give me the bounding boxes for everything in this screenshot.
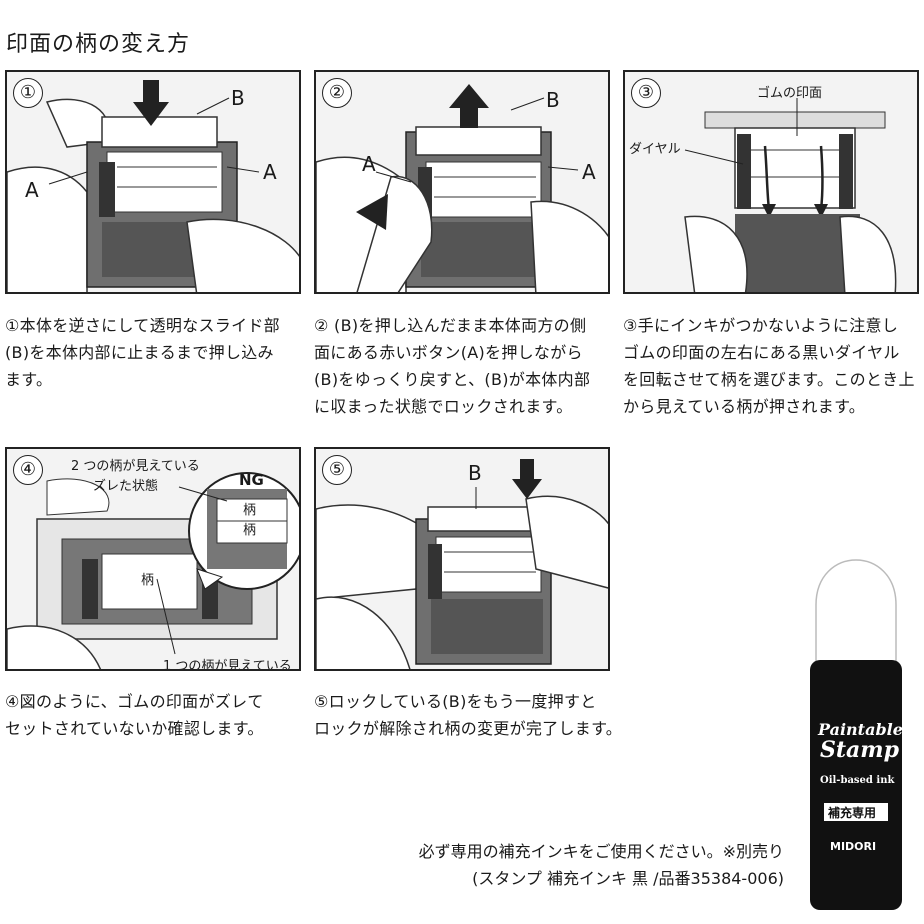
- label-pattern-2: 柄: [243, 523, 257, 538]
- bottle-brand: MIDORI: [830, 840, 877, 853]
- step-3-illustration: ③ ゴムの印面 ダイヤル: [623, 70, 919, 294]
- label-dial: ダイヤル: [629, 142, 681, 157]
- step-number: ③: [631, 78, 661, 108]
- stamp-drawing: [7, 80, 299, 292]
- step-4-illustration: ④ 2 つの柄が見えている ズレた状態 NG 柄 柄 柄 1 つの柄が見えている: [5, 447, 301, 671]
- step-1-illustration: ① B A A: [5, 70, 301, 294]
- step-number: ②: [322, 78, 352, 108]
- step-4-caption: ④図のように、ゴムの印面がズレて セットされていないか確認します。: [5, 692, 264, 738]
- stamp-drawing: [316, 84, 608, 292]
- label-one-visible: 1 つの柄が見えている: [163, 659, 292, 671]
- step-number: ④: [13, 455, 43, 485]
- label-shifted: ズレた状態: [93, 479, 159, 494]
- step-3-caption: ③手にインキがつかないように注意し ゴムの印面の左右にある黒いダイヤル を回転さ…: [623, 316, 915, 416]
- label-b: B: [468, 461, 482, 485]
- step-number: ⑤: [322, 455, 352, 485]
- label-b: B: [546, 88, 560, 112]
- label-b: B: [231, 86, 245, 110]
- refill-ink-bottle: Paintable Stamp Oil-based ink 補充専用 MIDOR…: [798, 535, 914, 915]
- label-pattern-main: 柄: [141, 573, 155, 588]
- bottle-line-3: Oil-based ink: [820, 775, 895, 786]
- label-a-left: A: [362, 152, 376, 176]
- bottle-badge: 補充専用: [828, 806, 877, 820]
- page-title: 印面の柄の変え方: [6, 32, 191, 57]
- bottle-line-2: Stamp: [820, 737, 899, 763]
- stamp-drawing: [316, 459, 608, 669]
- label-ng: NG: [239, 471, 264, 489]
- step-2-illustration: ② B A A: [314, 70, 610, 294]
- label-pattern-1: 柄: [243, 503, 257, 518]
- stamp-drawing: [684, 98, 897, 292]
- label-a-right: A: [582, 160, 596, 184]
- step-number: ①: [13, 78, 43, 108]
- step-2-caption: ② (B)を押し込んだまま本体両方の側 面にある赤いボタン(A)を押しながら (…: [314, 316, 591, 416]
- bottle-line-1: Paintable: [818, 720, 903, 739]
- stamp-drawing: [7, 472, 299, 669]
- label-a-left: A: [25, 178, 39, 202]
- label-a-right: A: [263, 160, 277, 184]
- step-5-caption: ⑤ロックしている(B)をもう一度押すと ロックが解除され柄の変更が完了します。: [314, 692, 623, 738]
- step-1-caption: ①本体を逆さにして透明なスライド部 (B)を本体内部に止まるまで押し込み ます。: [5, 316, 280, 389]
- label-rubber-face: ゴムの印面: [757, 86, 823, 101]
- refill-note: 必ず専用の補充インキをご使用ください。※別売り (スタンプ 補充インキ 黒 /品…: [418, 842, 784, 888]
- bottle-drawing: [810, 559, 902, 910]
- label-two-visible: 2 つの柄が見えている: [71, 459, 200, 474]
- step-5-illustration: ⑤ B: [314, 447, 610, 671]
